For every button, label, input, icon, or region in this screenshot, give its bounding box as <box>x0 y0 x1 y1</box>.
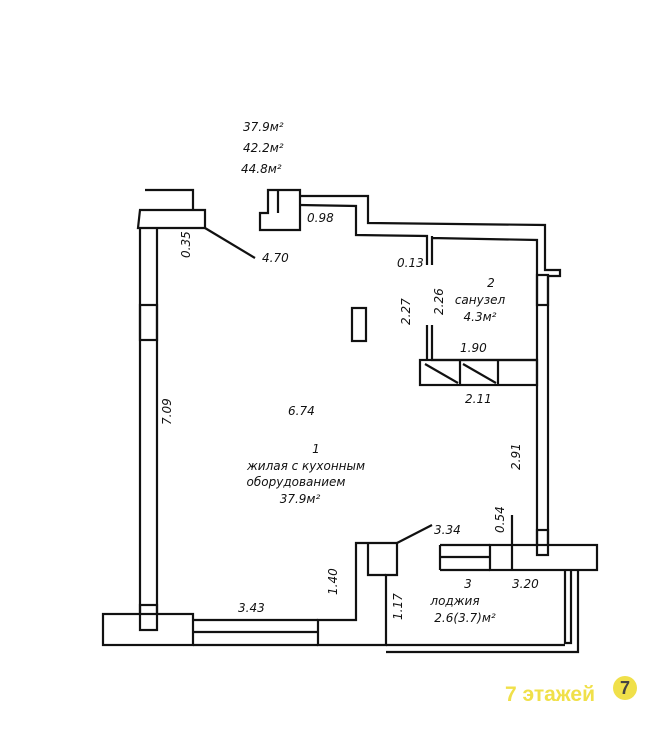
vent-shafts <box>418 358 539 387</box>
dim-343: 3.43 <box>238 601 265 615</box>
area-total: 42.2м² <box>243 141 284 155</box>
dim-140: 1.40 <box>326 568 340 595</box>
dim-291: 2.91 <box>509 443 523 470</box>
wall-block-bottom-left <box>101 612 195 647</box>
dim-190: 1.90 <box>460 341 487 355</box>
room-area: 2.6(3.7)м² <box>434 611 496 625</box>
room-area: 37.9м² <box>280 492 321 506</box>
room-number: 2 <box>487 276 495 290</box>
dim-013: 0.13 <box>397 256 424 270</box>
walls <box>101 188 599 654</box>
dim-054: 0.54 <box>493 506 507 533</box>
dim-117: 1.17 <box>391 593 405 620</box>
wall-left <box>138 228 159 614</box>
wall-block-top-left <box>136 188 207 230</box>
dim-709: 7.09 <box>160 398 174 425</box>
window-right <box>535 273 550 307</box>
room-area: 4.3м² <box>464 310 497 324</box>
labels: 37.9м² 42.2м² 44.8м² 0.35 4.70 0.98 0.13… <box>160 120 539 625</box>
vent-dividers <box>424 360 500 385</box>
room-1-label: 1 жилая с кухонным оборудованием 37.9м² <box>246 442 365 506</box>
room-number: 3 <box>464 577 472 591</box>
window-left <box>138 303 159 342</box>
area-total-loggia: 44.8м² <box>241 162 282 176</box>
window-bottom <box>193 618 318 647</box>
wall-block-bottom-right <box>488 543 599 572</box>
dim-227: 2.27 <box>399 298 413 325</box>
dim-470: 4.70 <box>262 251 289 265</box>
wall-loggia <box>386 570 580 654</box>
leader-lines <box>204 227 433 544</box>
dim-320: 3.20 <box>512 577 539 591</box>
column-inner <box>366 543 386 577</box>
window-loggia <box>438 515 514 572</box>
room-name: жилая с кухонным <box>246 459 365 473</box>
wall-block-top <box>258 188 302 232</box>
dim-334: 3.34 <box>434 523 461 537</box>
wall-block-bottom-middle <box>316 541 399 647</box>
room-name-2: оборудованием <box>247 475 346 489</box>
column-left <box>138 603 159 632</box>
dim-211: 2.11 <box>465 392 492 406</box>
column-right <box>535 528 550 557</box>
room-name: санузел <box>455 293 506 307</box>
dim-674: 6.74 <box>288 404 315 418</box>
room-3-label: 3 лоджия 2.6(3.7)м² <box>429 577 495 625</box>
room-number: 1 <box>312 442 320 456</box>
room-name: лоджия <box>429 594 479 608</box>
watermark-badge-icon: 7 <box>613 676 637 700</box>
watermark-text: 7 этажей <box>505 683 595 706</box>
area-living: 37.9м² <box>243 120 284 134</box>
room-2-label: 2 санузел 4.3м² <box>455 276 506 324</box>
wall-top-right <box>299 194 562 545</box>
column-center <box>350 306 368 343</box>
dim-098: 0.98 <box>307 211 334 225</box>
dim-035: 0.35 <box>179 231 193 258</box>
dim-226: 2.26 <box>432 288 446 315</box>
